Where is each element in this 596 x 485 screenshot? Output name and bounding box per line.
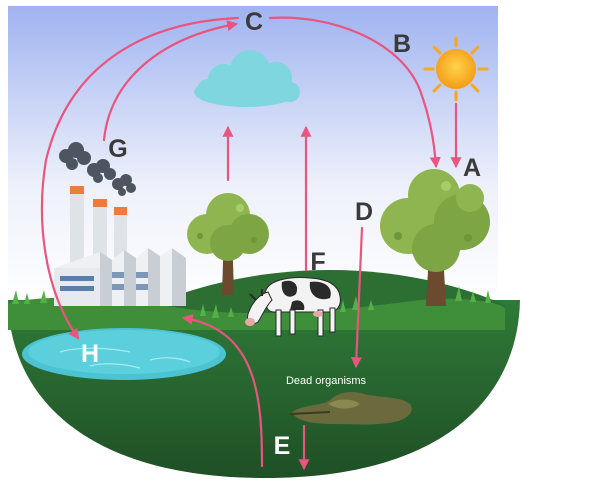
decomposing-matter-icon [289, 392, 412, 425]
dead-organisms-caption: Dead organisms [286, 375, 367, 387]
label-f: F [310, 248, 325, 276]
arrow-c-to-a [268, 16, 441, 169]
arrow-e-to-factory [181, 313, 264, 468]
arrow-d-to-dead-organisms [350, 226, 364, 369]
sun-icon [423, 36, 489, 102]
arrows [40, 16, 462, 471]
tree-icon [380, 169, 490, 306]
label-b: B [393, 30, 411, 58]
label-c: C [245, 8, 263, 36]
label-h: H [81, 340, 99, 368]
smoke-icon [59, 142, 136, 196]
cow-icon [245, 277, 341, 337]
arrow-c-to-h [40, 16, 240, 340]
factory-icon [54, 186, 186, 306]
arrow-g-to-c [102, 20, 239, 142]
label-d: D [355, 198, 373, 226]
pond-icon [22, 328, 226, 380]
label-g: G [108, 135, 127, 163]
cloud-icon [194, 50, 300, 107]
label-e: E [274, 432, 291, 460]
tree-icon [187, 193, 269, 295]
label-a: A [463, 154, 481, 182]
